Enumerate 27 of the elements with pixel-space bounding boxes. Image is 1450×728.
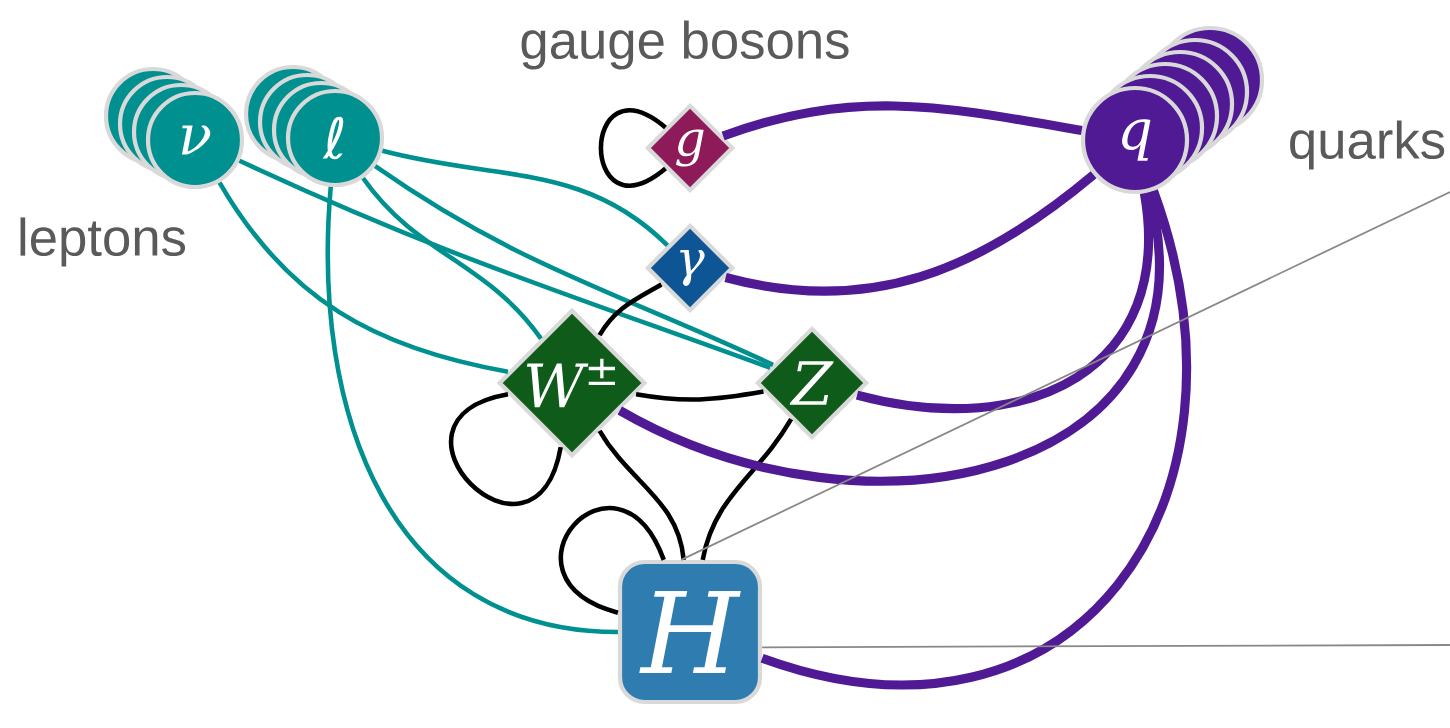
interaction-line [217, 181, 509, 374]
interaction-line [597, 282, 663, 337]
particle-stack: ℓ [243, 64, 385, 188]
group-label: leptons [20, 217, 186, 267]
interaction-line [361, 176, 543, 341]
particle-stack: q [1080, 25, 1265, 195]
interaction-line [721, 101, 1083, 141]
particle-stack: ν [103, 66, 245, 190]
self-loop [558, 506, 666, 615]
interaction-line [856, 192, 1154, 413]
group-label: gauge bosons [521, 20, 849, 70]
guide-line [680, 191, 1450, 561]
interaction-line [617, 191, 1164, 486]
self-loop [598, 108, 667, 188]
interaction-line [325, 186, 619, 635]
interaction-line [724, 171, 1097, 296]
group-label: quarks [1290, 120, 1445, 170]
interaction-line [760, 189, 1191, 690]
interaction-line [373, 164, 774, 367]
higgs-box: H [617, 559, 763, 705]
self-loop [449, 392, 563, 506]
guide-line [761, 644, 1450, 649]
interaction-line [700, 418, 794, 561]
interaction-line [635, 389, 764, 402]
interaction-line [238, 158, 771, 370]
interaction-line [597, 429, 686, 561]
interaction-line [381, 148, 669, 248]
